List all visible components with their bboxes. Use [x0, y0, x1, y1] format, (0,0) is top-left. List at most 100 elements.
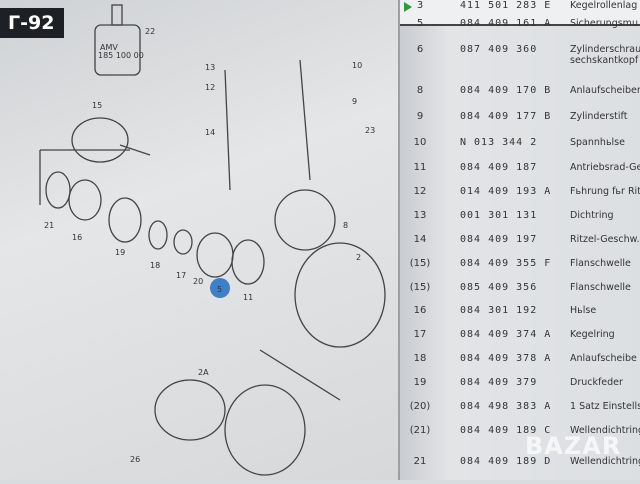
- description-cell: Zylinderschrau sechskantkopf: [570, 44, 640, 66]
- description-cell: Ritzel-Geschw. M: [570, 234, 640, 245]
- part-number-cell: 001 301 131: [460, 210, 538, 221]
- position-cell: (15): [409, 258, 431, 269]
- description-cell: Flanschwelle: [570, 258, 631, 269]
- selected-row-flag-icon: [404, 2, 412, 12]
- description-cell: Anlaufscheibe: [570, 353, 637, 364]
- description-cell: Anlaufscheiben: [570, 85, 640, 96]
- description-cell: Wellendichtring: [570, 456, 640, 467]
- part-number-cell: 084 409 189 D: [460, 456, 552, 467]
- callout-18: 18: [150, 261, 160, 270]
- callout-26: 26: [130, 455, 140, 464]
- part-number-cell: 084 498 383 A: [460, 401, 552, 412]
- table-row[interactable]: 6 087 409 360 Zylinderschrau sechskantkopf: [400, 44, 640, 80]
- callout-12: 12: [205, 83, 215, 92]
- description-cell: Fьhrung fьr Ritze: [570, 186, 640, 197]
- table-row[interactable]: 17 084 409 374 A Kegelring: [400, 329, 640, 353]
- callout-9: 9: [352, 97, 357, 106]
- callout-23: 23: [365, 126, 375, 135]
- callout-21: 21: [44, 221, 54, 230]
- part-number-cell: 084 409 355 F: [460, 258, 552, 269]
- part-number-cell: 084 409 161 A: [460, 18, 552, 29]
- part-number-cell: N 013 344 2: [460, 137, 538, 148]
- ring-gear-part: [294, 242, 386, 348]
- callout-19: 19: [115, 248, 125, 257]
- callout-15: 15: [92, 101, 102, 110]
- part-number-cell: 084 409 187: [460, 162, 538, 173]
- callout-5: 5: [217, 285, 222, 294]
- part-number-cell: 087 409 360: [460, 44, 538, 55]
- description-cell: 1 Satz Einstellscheib: [570, 401, 640, 412]
- bottle-cap: [111, 4, 123, 26]
- description-cell: Druckfeder: [570, 377, 623, 388]
- sleeve-part: [68, 179, 102, 221]
- position-cell: 14: [413, 234, 427, 245]
- table-row[interactable]: 18 084 409 378 A Anlaufscheibe: [400, 353, 640, 377]
- part-number-cell: 084 409 374 A: [460, 329, 552, 340]
- description-cell: Hьlse: [570, 305, 597, 316]
- exploded-parts-diagram: 22 13 12 14 15 10 9 23 21 16 19 18 17 20…: [0, 0, 400, 480]
- description-cell: Wellendichtring: [570, 425, 640, 436]
- position-cell: 19: [413, 377, 427, 388]
- watermark: BAZAR: [525, 432, 622, 460]
- position-cell: (21): [409, 425, 431, 436]
- differential-housing: [274, 189, 336, 251]
- part-number-cell: 014 409 193 A: [460, 186, 552, 197]
- table-row[interactable]: (21) 084 409 189 C Wellendichtring: [400, 425, 640, 449]
- position-cell: 13: [413, 210, 427, 221]
- position-cell: 11: [413, 162, 427, 173]
- bottle-label: AMV: [100, 43, 118, 52]
- table-row[interactable]: 11 084 409 187 Antriebsrad-Ges: [400, 162, 640, 186]
- part-number-cell: 084 409 197: [460, 234, 538, 245]
- callout-2: 2: [356, 253, 361, 262]
- position-cell: 8: [416, 85, 424, 96]
- position-cell: 21: [413, 456, 427, 467]
- description-cell: Antriebsrad-Ges: [570, 162, 640, 173]
- part-number-cell: 411 501 283 E: [460, 0, 552, 11]
- table-row[interactable]: 10 N 013 344 2 Spannhьlse: [400, 137, 640, 161]
- position-cell: 17: [413, 329, 427, 340]
- part-number-cell: 084 409 189 C: [460, 425, 552, 436]
- callout-17: 17: [176, 271, 186, 280]
- table-row[interactable]: 19 084 409 379 Druckfeder: [400, 377, 640, 401]
- position-cell: 10: [413, 137, 427, 148]
- position-cell: 3: [416, 0, 424, 11]
- position-cell: 9: [416, 111, 424, 122]
- flange-shaft-part: [71, 117, 129, 163]
- position-cell: (15): [409, 282, 431, 293]
- position-cell: 18: [413, 353, 427, 364]
- overlay-label: Г-92: [0, 8, 65, 38]
- callout-8: 8: [343, 221, 348, 230]
- part-number-cell: 084 409 378 A: [460, 353, 552, 364]
- gear-part: [231, 239, 265, 285]
- table-row[interactable]: (20) 084 498 383 A 1 Satz Einstellscheib: [400, 401, 640, 425]
- diagram-drawing: 22 13 12 14 15 10 9 23 21 16 19 18 17 20…: [39, 4, 386, 476]
- bottle-label-number: 185 100 00: [98, 51, 144, 60]
- callout-13: 13: [205, 63, 215, 72]
- part-number-cell: 084 409 177 B: [460, 111, 552, 122]
- part-number-cell: 084 409 379: [460, 377, 538, 388]
- position-cell: 5: [416, 18, 424, 29]
- callout-20: 20: [193, 277, 203, 286]
- description-cell: Kegelring: [570, 329, 615, 340]
- highlighted-callout-marker[interactable]: [210, 278, 230, 298]
- seal-ring-part: [45, 171, 71, 209]
- position-cell: 6: [416, 44, 424, 55]
- callout-14: 14: [205, 128, 215, 137]
- description-cell: Spannhьlse: [570, 137, 625, 148]
- table-row[interactable]: 14 084 409 197 Ritzel-Geschw. M: [400, 234, 640, 258]
- description-cell: Flanschwelle: [570, 282, 631, 293]
- table-row[interactable]: 21 084 409 189 D Wellendichtring: [400, 456, 640, 480]
- table-row[interactable]: (15) 084 409 355 F Flanschwelle: [400, 258, 640, 282]
- position-cell: (20): [409, 401, 431, 412]
- callout-11: 11: [243, 293, 253, 302]
- part-number-cell: 084 301 192: [460, 305, 538, 316]
